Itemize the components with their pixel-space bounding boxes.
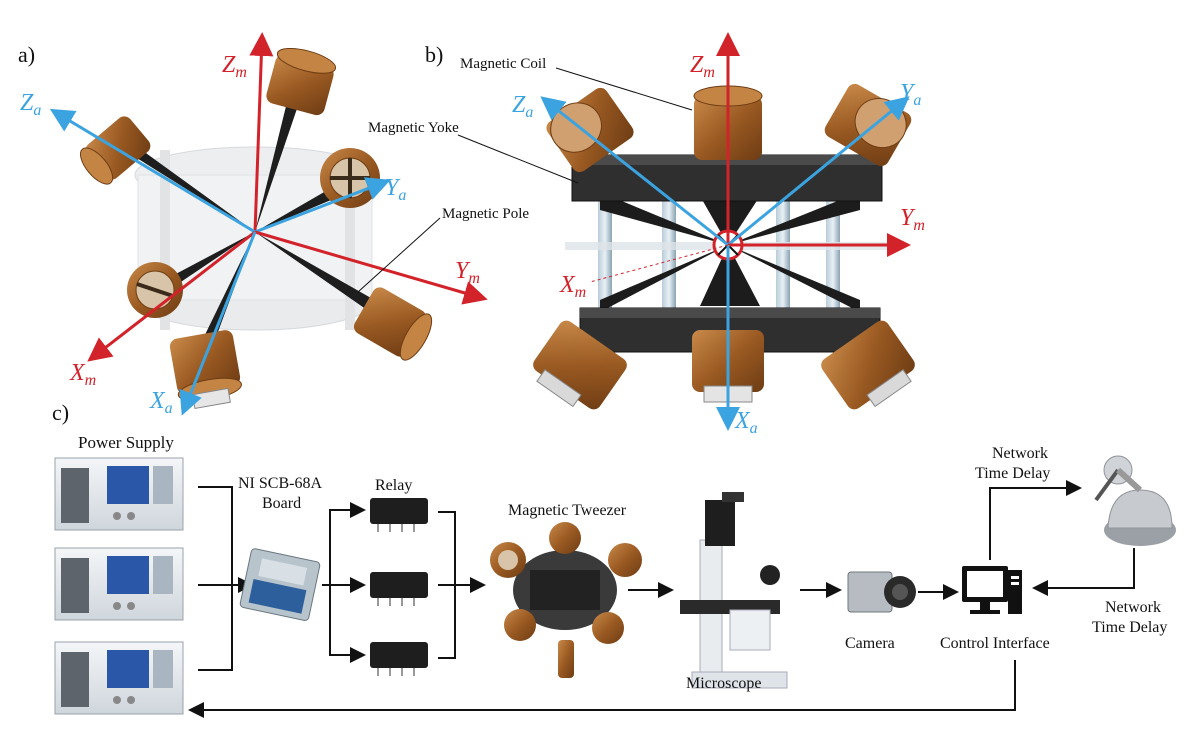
za-axis-b	[540, 96, 729, 247]
coil-a-left	[79, 116, 151, 185]
xm-label-b: Xm	[559, 272, 586, 301]
ni-board-label-2: Board	[262, 495, 301, 512]
ym-label-b: Ym	[900, 205, 925, 234]
magnetic-yoke-leader	[457, 134, 579, 184]
xa-axis-a	[179, 231, 257, 416]
power-supply-units	[54, 457, 184, 715]
za-axis-a	[49, 108, 256, 234]
haptic-to-pc-arrow	[1032, 548, 1135, 596]
relay-label: Relay	[375, 477, 412, 494]
panel-a-label: a)	[18, 42, 35, 67]
computer-icon	[962, 566, 1022, 614]
ym-axis-a	[254, 230, 488, 305]
psu-bus-line	[198, 486, 233, 671]
coil-a-top	[266, 47, 337, 116]
magnetic-yoke-label: Magnetic Yoke	[368, 120, 459, 136]
ya-axis-b	[727, 96, 910, 247]
magnetic-pole-leader	[357, 217, 441, 293]
relay-1	[370, 498, 428, 532]
za-label-a: Za	[20, 90, 41, 119]
coil-a-right-lower	[353, 287, 433, 361]
network-delay-top-1: Network	[992, 445, 1048, 462]
panel-a-coils	[79, 47, 433, 410]
control-interface-label: Control Interface	[940, 635, 1050, 652]
panel-b-axes	[540, 32, 911, 431]
feedback-arrow	[188, 660, 1016, 718]
xm-label-a: Xm	[69, 360, 96, 389]
haptic-device	[1094, 455, 1176, 546]
coil-b-bottom-left	[533, 320, 627, 410]
ym-label-a: Ym	[455, 258, 480, 287]
ni-board-label-1: NI SCB-68A	[238, 475, 322, 492]
zm-axis-a	[249, 32, 274, 233]
za-label-b: Za	[512, 92, 533, 121]
ya-axis-a	[254, 177, 391, 234]
relays	[370, 498, 428, 676]
magnetic-tweezer-label: Magnetic Tweezer	[508, 502, 627, 519]
ya-label-b: Ya	[900, 80, 921, 109]
magnetic-coil-label: Magnetic Coil	[460, 56, 546, 72]
network-delay-bottom-1: Network	[1105, 599, 1161, 616]
relay-3	[370, 642, 428, 676]
coil-a-right-upper	[320, 148, 380, 208]
camera-label: Camera	[845, 635, 895, 652]
panel-b-poles	[600, 192, 860, 312]
power-supply-1	[54, 457, 184, 531]
network-delay-bottom-2: Time Delay	[1092, 619, 1167, 636]
zm-label-b: Zm	[690, 52, 715, 81]
microscope-device	[680, 492, 788, 689]
camera-device	[847, 571, 916, 613]
panel-c-label: c)	[52, 400, 69, 425]
panel-b: b)	[368, 32, 925, 437]
coil-a-bottom	[169, 330, 242, 410]
panel-a: a)	[18, 32, 529, 417]
power-supply-2	[54, 547, 184, 621]
magnetic-pole-label: Magnetic Pole	[442, 206, 529, 222]
panel-b-label: b)	[425, 42, 443, 67]
xm-axis-a	[87, 230, 256, 362]
magnetic-tweezer-device	[490, 522, 642, 678]
relay-2	[370, 572, 428, 606]
board-to-relay-1	[329, 502, 366, 585]
microscope-label: Microscope	[686, 675, 762, 692]
ni-board	[239, 548, 321, 621]
coil-b-bottom-right	[821, 320, 915, 410]
board-to-relay-3	[329, 585, 366, 663]
network-delay-top-2: Time Delay	[975, 465, 1050, 482]
xa-label-b: Xa	[734, 408, 758, 437]
power-supply-label: Power Supply	[78, 433, 174, 452]
panel-a-axes	[49, 32, 488, 416]
power-supply-3	[54, 641, 184, 715]
pc-to-haptic-arrow	[989, 480, 1082, 560]
zm-label-a: Zm	[222, 52, 247, 81]
yoke-bottom-highlight	[580, 308, 880, 318]
xa-label-a: Xa	[149, 388, 173, 417]
coil-a-left-lower	[127, 262, 183, 318]
panel-c: c) Power Supply	[52, 400, 1176, 718]
ya-label-a: Ya	[385, 175, 406, 204]
magnetic-coil-leader	[555, 67, 693, 111]
